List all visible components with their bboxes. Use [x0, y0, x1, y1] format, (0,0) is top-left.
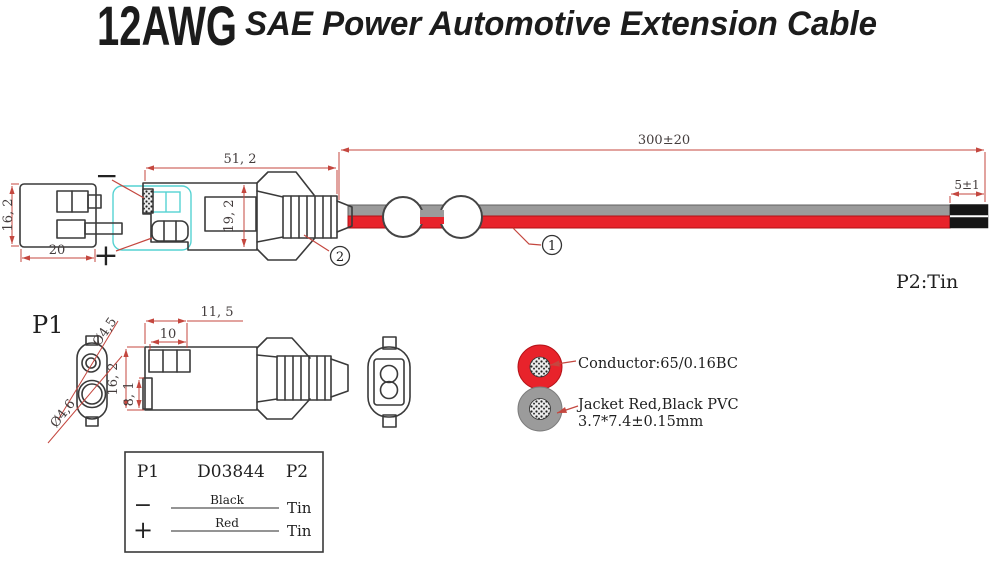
row1-wire-color: Black	[210, 493, 245, 507]
row2-wire-color: Red	[215, 516, 239, 530]
dim-plug-width: 20	[49, 243, 66, 258]
black-conductor-strands	[529, 398, 551, 420]
polarity-plus: +	[93, 238, 118, 273]
tinned-tip-bottom	[949, 216, 989, 229]
gauge-label: 12AWG	[97, 0, 237, 57]
side-dimensions: 11, 5 10 16, 2 8, 1	[106, 305, 243, 411]
jacket-note-line1: Jacket Red,Black PVC	[576, 397, 739, 413]
polarity-minus: −	[95, 159, 118, 192]
dim-overall-nose: 11, 5	[200, 305, 233, 320]
row2-polarity: +	[133, 516, 153, 544]
cable	[347, 204, 989, 229]
dim-plug-height: 16, 2	[1, 198, 16, 231]
red-conductor-strands	[529, 356, 551, 378]
rear-view-p1	[367, 336, 411, 428]
dim-connector-height: 19, 2	[222, 199, 237, 232]
boot-cone	[336, 200, 353, 233]
mating-plug-outline	[19, 183, 123, 248]
cable-cross-section: Conductor:65/0.16BC Jacket Red,Black PVC…	[517, 344, 739, 432]
lower-terminal	[151, 220, 189, 242]
dim-small-pin-diameter: Ø4,5	[90, 315, 120, 349]
housing-silhouette	[142, 182, 258, 251]
conductor-note: Conductor:65/0.16BC	[578, 356, 738, 372]
wiring-table: P1 D03844 P2 − Black Tin + Red Tin	[124, 451, 324, 553]
tinned-tip-top	[949, 204, 989, 217]
table-header-p2: P2	[286, 462, 308, 482]
callout-1: 1	[548, 239, 556, 254]
crimp-hatch	[142, 188, 154, 214]
top-dimensions: 16, 2 20 51, 2 19, 2 300±20 5±1	[1, 133, 986, 262]
dim-tin-length: 5±1	[954, 178, 979, 192]
p1-label: P1	[32, 311, 63, 339]
dim-large-pin-diameter: Ø4,6	[48, 397, 79, 431]
cable-break-symbol	[382, 195, 483, 239]
row1-termination: Tin	[287, 499, 312, 517]
dim-lower-height: 8, 1	[122, 382, 137, 407]
sae-connector-body	[142, 171, 353, 261]
row1-polarity: −	[134, 493, 152, 518]
callout-2: 2	[336, 250, 344, 265]
table-part-number: D03844	[197, 462, 265, 482]
front-view-p1: P1 Ø4,5 Ø4,6	[32, 311, 123, 444]
top-assembly-drawing: 16, 2 20 51, 2 19, 2 300±20 5±1 − +	[1, 133, 989, 293]
dim-cable-length: 300±20	[638, 133, 690, 148]
dim-connector-length: 51, 2	[223, 152, 256, 167]
product-title: SAE Power Automotive Extension Cable	[245, 5, 877, 43]
row2-termination: Tin	[287, 522, 312, 540]
latch-window	[204, 196, 257, 232]
dim-side-height: 16, 2	[106, 362, 121, 395]
callout-2-circle	[329, 245, 351, 267]
collar-crown	[256, 171, 315, 261]
side-view-p1: 11, 5 10 16, 2 8, 1	[106, 305, 349, 420]
dim-terminal-length: 10	[160, 327, 177, 342]
callout-1-circle	[541, 234, 563, 256]
jacket-note-line2: 3.7*7.4±0.15mm	[578, 414, 704, 430]
strain-relief-ribs	[282, 195, 338, 239]
table-header-p1: P1	[137, 462, 159, 482]
side-ribs	[276, 355, 332, 401]
mating-connector-ghost	[112, 185, 192, 251]
polarity-and-callouts: − + 1 2 P2:Tin	[93, 159, 958, 293]
p2-tin-note: P2:Tin	[896, 271, 958, 293]
